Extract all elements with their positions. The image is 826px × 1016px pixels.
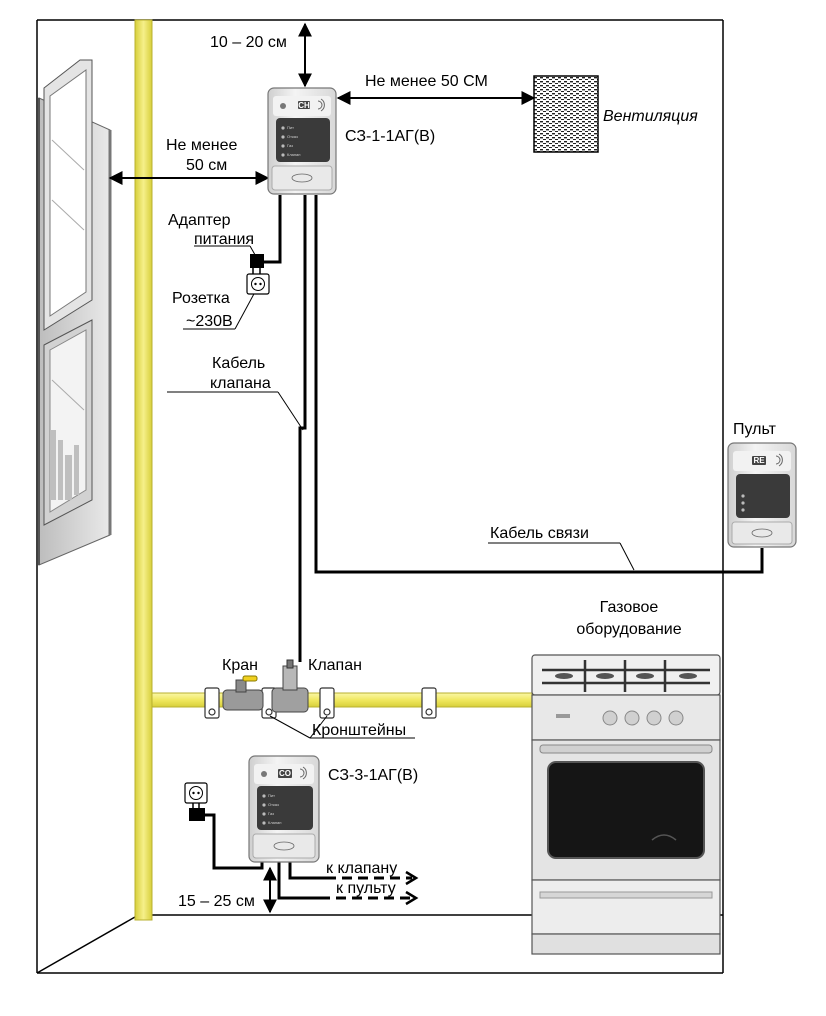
bracket-3 — [319, 687, 335, 719]
bottom-remote-cable — [277, 860, 320, 900]
to-valve-label: к клапану — [326, 860, 397, 877]
leader-lines — [167, 245, 635, 739]
labels: 10 – 20 см Не менее 50 СМ Вентиляция Не … — [166, 34, 777, 910]
valve-label: Клапан — [308, 657, 362, 674]
remote-label: Пульт — [733, 421, 777, 438]
bottom-power-cable — [204, 813, 264, 870]
comm-cable — [314, 195, 764, 574]
detector-bottom-model: СЗ-3-1АГ(В) — [328, 767, 418, 784]
dashed-cable-ends — [320, 876, 412, 900]
led-caption: Клапан — [268, 820, 282, 825]
bottom-valve-cable — [288, 860, 326, 880]
bracket-1 — [204, 687, 220, 719]
power-adapter — [250, 254, 264, 274]
led-caption: Газ — [268, 811, 274, 816]
valve-cable — [298, 195, 307, 662]
led-caption: Отказ — [287, 134, 298, 139]
led-caption: Газ — [287, 143, 293, 148]
window — [38, 59, 112, 566]
dashed-arrowheads — [405, 870, 419, 906]
adapter-label-line1: Адаптер — [168, 212, 231, 229]
tap-label: Кран — [222, 657, 258, 674]
room-outline — [36, 19, 724, 974]
power-socket-bottom — [184, 782, 208, 821]
vent-gap-label: Не менее 50 СМ — [365, 73, 488, 90]
to-remote-label: к пульту — [336, 880, 396, 897]
ventilation-grille — [533, 75, 599, 153]
gas-stove — [531, 654, 721, 955]
comm-cable-label: Кабель связи — [490, 525, 589, 542]
cables — [204, 195, 764, 900]
led-caption: Клапан — [287, 152, 301, 157]
gas-equipment-label-line2: оборудование — [576, 621, 681, 638]
badge-top: CH — [298, 101, 310, 110]
valve-cable-label-line2: клапана — [210, 375, 271, 392]
gas-tap — [222, 675, 264, 711]
gas-pipe-vertical — [134, 19, 153, 921]
top-gap-label: 10 – 20 см — [210, 34, 287, 51]
led-caption: Пит — [268, 793, 275, 798]
ventilation-label: Вентиляция — [603, 108, 698, 125]
bottom-gap-label: 15 – 25 см — [178, 893, 255, 910]
gas-valve — [271, 659, 309, 713]
remote-panel: RE — [727, 442, 797, 548]
window-gap-label-line1: Не менее — [166, 137, 238, 154]
window-gap-label-line2: 50 см — [186, 157, 227, 174]
dimension-arrows — [108, 22, 536, 914]
led-caption: Пит — [287, 125, 294, 130]
bracket-4 — [421, 687, 437, 719]
badge-bottom: CO — [279, 769, 291, 778]
power-socket-top — [246, 273, 270, 295]
brackets-label: Кронштейны — [312, 722, 406, 739]
led-caption: Отказ — [268, 802, 279, 807]
gas-equipment-label-line1: Газовое — [600, 599, 659, 616]
adapter-cable — [262, 195, 282, 264]
valve-cable-label-line1: Кабель — [212, 355, 265, 372]
socket-label-line2: ~230В — [186, 313, 233, 330]
badge-remote: RE — [753, 456, 765, 465]
power-plug-bottom — [189, 808, 205, 821]
adapter-label-line2: питания — [194, 231, 254, 248]
detector-top-model: СЗ-1-1АГ(В) — [345, 128, 435, 145]
socket-label-line1: Розетка — [172, 290, 230, 307]
